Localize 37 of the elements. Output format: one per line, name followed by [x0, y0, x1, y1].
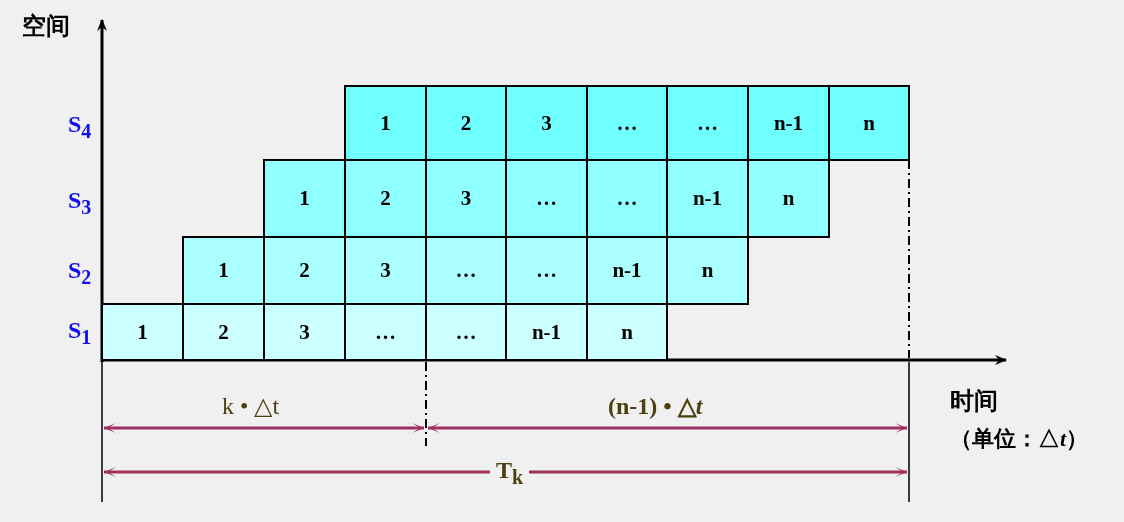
pipeline-cell: n-1 [505, 303, 588, 361]
pipeline-cell: 3 [425, 159, 507, 238]
stage-label: S$_{4}$ [68, 112, 92, 141]
pipeline-cell: … [505, 159, 588, 238]
pipeline-cell: … [666, 85, 749, 161]
pipeline-cell: 2 [263, 236, 346, 305]
stage-label: S$_{1}$ [68, 318, 92, 347]
pipeline-cell: n-1 [666, 159, 749, 238]
pipeline-cell: 1 [263, 159, 346, 238]
pipeline-cell: 2 [425, 85, 507, 161]
pipeline-cell: 3 [263, 303, 346, 361]
pipeline-cell: 1 [182, 236, 265, 305]
pipeline-cell: … [586, 159, 668, 238]
pipeline-cell: 3 [505, 85, 588, 161]
pipeline-cell: 1 [344, 85, 427, 161]
pipeline-cell: 2 [344, 159, 427, 238]
axis-label: 时间 [950, 389, 998, 413]
pipeline-cell: … [425, 236, 507, 305]
dimension-label: (n-1) • △t [608, 394, 703, 418]
pipeline-cell: n [666, 236, 749, 305]
pipeline-cell: 3 [344, 236, 427, 305]
pipeline-cell: … [586, 85, 668, 161]
stage-label: S$_{3}$ [68, 188, 92, 217]
pipeline-cell: 1 [101, 303, 184, 361]
pipeline-cell: n [747, 159, 830, 238]
pipeline-cell: … [425, 303, 507, 361]
stage-label: S$_{2}$ [68, 258, 92, 287]
pipeline-cell: n [828, 85, 910, 161]
dimension-label: k • △t [222, 394, 280, 418]
pipeline-cell: n-1 [586, 236, 668, 305]
unit-label: （单位：△t） [950, 428, 1089, 450]
pipeline-cell: n-1 [747, 85, 830, 161]
pipeline-cell: … [505, 236, 588, 305]
pipeline-cell: n [586, 303, 668, 361]
pipeline-cell: … [344, 303, 427, 361]
pipeline-cell: 2 [182, 303, 265, 361]
axis-label: 空间 [22, 14, 70, 38]
